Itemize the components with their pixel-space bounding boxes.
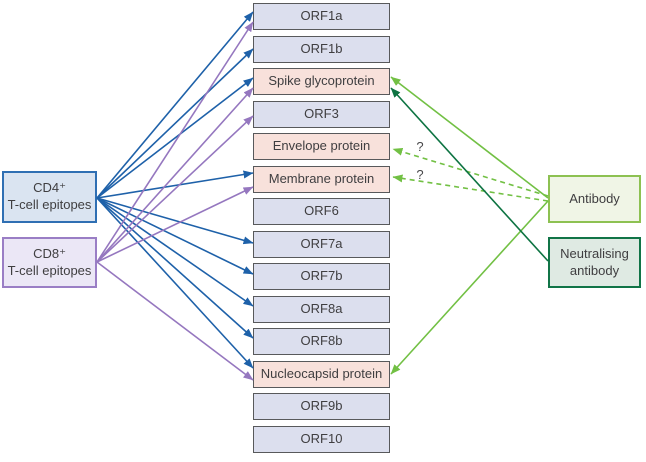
node-label: CD8⁺ <box>33 245 66 261</box>
node-orf8b: ORF8b <box>253 328 390 355</box>
node-label: T-cell epitopes <box>7 197 92 212</box>
node-label: ORF3 <box>304 106 339 122</box>
edge-cd4-orf1a <box>96 11 254 199</box>
node-label: ORF8a <box>300 301 343 317</box>
edge-cd8-spike <box>96 87 254 263</box>
uncertainty-question-mark: ? <box>416 139 423 154</box>
node-orf7b: ORF7b <box>253 263 390 290</box>
node-orf1b: ORF1b <box>253 36 390 63</box>
edge-cd4-spike <box>96 77 254 199</box>
node-orf1a: ORF1a <box>253 3 390 30</box>
edge-cd4-nucleocapsid <box>96 197 254 369</box>
node-cd8-epitopes: CD8⁺T-cell epitopes <box>2 237 97 288</box>
node-envelope: Envelope protein <box>253 133 390 160</box>
node-cd4-epitopes: CD4⁺T-cell epitopes <box>2 171 97 223</box>
edge-antibody-spike <box>390 76 549 199</box>
node-label: ORF8b <box>300 333 343 349</box>
node-label: antibody <box>569 262 620 278</box>
edge-antibody-membrane <box>392 174 549 202</box>
node-label: ORF1a <box>300 8 343 24</box>
node-orf6: ORF6 <box>253 198 390 225</box>
edge-cd8-orf1a <box>96 21 254 263</box>
node-nucleocapsid: Nucleocapsid protein <box>253 361 390 388</box>
node-orf9b: ORF9b <box>253 393 390 420</box>
node-orf3: ORF3 <box>253 101 390 128</box>
node-label: Membrane protein <box>268 171 375 187</box>
node-label: T-cell epitopes <box>7 262 92 278</box>
edge-cd4-orf8a <box>96 197 254 307</box>
edge-cd8-orf3 <box>96 115 254 263</box>
node-antibody: Antibody <box>548 175 641 223</box>
node-label: CD4⁺ <box>33 180 66 196</box>
node-label: ORF6 <box>304 203 339 219</box>
edge-cd4-orf8b <box>96 197 254 339</box>
node-orf10: ORF10 <box>253 426 390 453</box>
edge-cd8-membrane <box>96 186 254 263</box>
edge-cd4-orf1b <box>96 48 254 199</box>
edge-antibody-nucleocapsid <box>390 200 549 375</box>
node-orf8a: ORF8a <box>253 296 390 323</box>
edge-antibody-envelope <box>392 147 549 197</box>
node-label: ORF9b <box>300 398 343 414</box>
node-label: Envelope protein <box>272 138 371 154</box>
edge-neutralising-spike <box>390 87 549 262</box>
node-label: Nucleocapsid protein <box>260 366 383 382</box>
node-label: ORF1b <box>300 41 343 57</box>
edge-cd4-orf7a <box>96 197 254 245</box>
edge-cd4-membrane <box>96 170 254 199</box>
node-label: ORF7b <box>300 268 343 284</box>
uncertainty-question-mark: ? <box>416 167 423 182</box>
node-label: ORF10 <box>300 431 343 447</box>
node-spike: Spike glycoprotein <box>253 68 390 95</box>
node-label: Neutralising <box>560 245 629 261</box>
node-label: Spike glycoprotein <box>268 73 375 89</box>
edge-cd4-orf7b <box>96 197 254 275</box>
node-label: Antibody <box>569 190 620 206</box>
edge-cd8-nucleocapsid <box>96 261 254 381</box>
node-orf7a: ORF7a <box>253 231 390 258</box>
node-membrane: Membrane protein <box>253 166 390 193</box>
node-label: ORF7a <box>300 236 343 252</box>
